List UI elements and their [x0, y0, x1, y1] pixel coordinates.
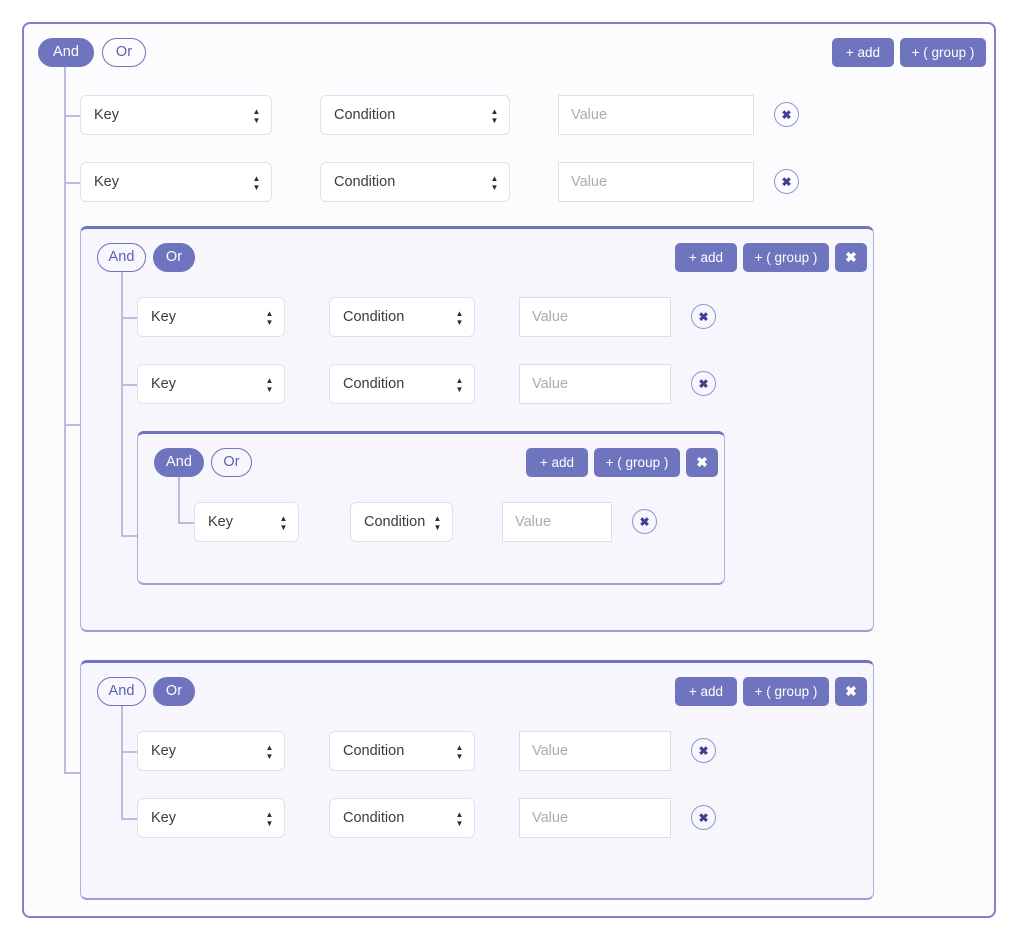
root-add-group-button[interactable]: + ( group )	[900, 38, 986, 67]
root-rule-1-remove-icon[interactable]: ✖	[774, 102, 799, 127]
root-rule-1-value-input[interactable]	[558, 95, 754, 135]
root-rule-2-remove-icon[interactable]: ✖	[774, 169, 799, 194]
root-branch-rule-2	[64, 182, 88, 184]
group-2-rule-1-key-select[interactable]: Key ▲▼	[137, 297, 285, 337]
root-rule-1-condition-select[interactable]: Condition ▲▼	[320, 95, 510, 135]
root-add-rule-button[interactable]: + add	[832, 38, 894, 67]
group-3-rule-1-remove-icon[interactable]: ✖	[632, 509, 657, 534]
query-builder-frame: And Or + add + ( group ) Key ▲▼ Conditio…	[22, 22, 996, 918]
stepper-arrows-icon: ▲▼	[265, 309, 274, 327]
stepper-arrows-icon: ▲▼	[455, 309, 464, 327]
stepper-arrows-icon: ▲▼	[279, 514, 288, 532]
group-3-operator-and-toggle[interactable]: And	[154, 448, 204, 477]
group-3-add-group-button[interactable]: + ( group )	[594, 448, 680, 477]
stepper-arrows-icon: ▲▼	[455, 376, 464, 394]
root-tree-spine	[64, 67, 66, 774]
stepper-arrows-icon: ▲▼	[433, 514, 442, 532]
group-4-add-group-button[interactable]: + ( group )	[743, 677, 829, 706]
root-rule-2-value-input[interactable]	[558, 162, 754, 202]
stepper-arrows-icon: ▲▼	[490, 107, 499, 125]
root-operator-and-toggle[interactable]: And	[38, 38, 94, 67]
group-2-rule-1-key-label: Key	[151, 309, 176, 325]
group-4-container: And Or + add + ( group ) ✖ Key ▲▼ Condit…	[80, 660, 874, 900]
group-4-rule-1-condition-select[interactable]: Condition ▲▼	[329, 731, 475, 771]
group-3-rule-1-condition-label: Condition	[364, 514, 426, 530]
stepper-arrows-icon: ▲▼	[455, 743, 464, 761]
group-2-branch-group-3	[121, 535, 145, 537]
group-2-rule-1-value-input[interactable]	[519, 297, 671, 337]
group-4-rule-1-remove-icon[interactable]: ✖	[691, 738, 716, 763]
root-rule-1-key-label: Key	[94, 107, 119, 123]
group-2-operator-or-toggle[interactable]: Or	[153, 243, 195, 272]
group-3-tree-spine	[178, 477, 180, 524]
group-4-rule-2-key-select[interactable]: Key ▲▼	[137, 798, 285, 838]
stepper-arrows-icon: ▲▼	[252, 174, 261, 192]
group-4-rule-1-value-input[interactable]	[519, 731, 671, 771]
group-2-operator-and-toggle[interactable]: And	[97, 243, 146, 272]
group-4-add-rule-button[interactable]: + add	[675, 677, 737, 706]
group-2-remove-button[interactable]: ✖	[835, 243, 867, 272]
root-branch-rule-1	[64, 115, 88, 117]
group-2-rule-2-condition-select[interactable]: Condition ▲▼	[329, 364, 475, 404]
root-rule-2-condition-label: Condition	[334, 174, 396, 190]
group-4-remove-button[interactable]: ✖	[835, 677, 867, 706]
root-rule-2-key-select[interactable]: Key ▲▼	[80, 162, 272, 202]
group-4-rule-2-condition-select[interactable]: Condition ▲▼	[329, 798, 475, 838]
group-2-rule-2-key-select[interactable]: Key ▲▼	[137, 364, 285, 404]
stepper-arrows-icon: ▲▼	[265, 376, 274, 394]
group-2-rule-2-condition-label: Condition	[343, 376, 405, 392]
group-4-rule-2-key-label: Key	[151, 810, 176, 826]
group-2-add-rule-button[interactable]: + add	[675, 243, 737, 272]
group-4-branch-rule-2	[121, 818, 145, 820]
group-3-rule-1-key-select[interactable]: Key ▲▼	[194, 502, 299, 542]
root-rule-2-key-label: Key	[94, 174, 119, 190]
group-4-rule-1-condition-label: Condition	[343, 743, 405, 759]
group-4-tree-spine	[121, 706, 123, 818]
root-rule-2-condition-select[interactable]: Condition ▲▼	[320, 162, 510, 202]
group-3-operator-or-toggle[interactable]: Or	[211, 448, 252, 477]
group-3-remove-button[interactable]: ✖	[686, 448, 718, 477]
group-4-rule-1-key-select[interactable]: Key ▲▼	[137, 731, 285, 771]
group-3-add-rule-button[interactable]: + add	[526, 448, 588, 477]
stepper-arrows-icon: ▲▼	[265, 743, 274, 761]
group-3-container: And Or + add + ( group ) ✖ Key ▲▼ Condit…	[137, 431, 725, 585]
root-branch-group-4	[64, 772, 88, 774]
root-branch-group-2	[64, 424, 88, 426]
root-rule-1-condition-label: Condition	[334, 107, 396, 123]
stepper-arrows-icon: ▲▼	[490, 174, 499, 192]
group-4-operator-and-toggle[interactable]: And	[97, 677, 146, 706]
group-2-rule-2-remove-icon[interactable]: ✖	[691, 371, 716, 396]
group-3-branch-rule-1	[178, 522, 202, 524]
stepper-arrows-icon: ▲▼	[455, 810, 464, 828]
group-3-rule-1-key-label: Key	[208, 514, 233, 530]
group-2-rule-1-condition-label: Condition	[343, 309, 405, 325]
group-2-rule-1-condition-select[interactable]: Condition ▲▼	[329, 297, 475, 337]
stepper-arrows-icon: ▲▼	[252, 107, 261, 125]
group-2-container: And Or + add + ( group ) ✖ Key ▲▼ Condit…	[80, 226, 874, 632]
group-3-rule-1-value-input[interactable]	[502, 502, 612, 542]
root-operator-or-toggle[interactable]: Or	[102, 38, 146, 67]
group-4-rule-2-value-input[interactable]	[519, 798, 671, 838]
stepper-arrows-icon: ▲▼	[265, 810, 274, 828]
group-4-rule-2-condition-label: Condition	[343, 810, 405, 826]
group-4-branch-rule-1	[121, 751, 145, 753]
group-2-rule-2-value-input[interactable]	[519, 364, 671, 404]
group-4-rule-2-remove-icon[interactable]: ✖	[691, 805, 716, 830]
group-4-rule-1-key-label: Key	[151, 743, 176, 759]
group-2-rule-1-remove-icon[interactable]: ✖	[691, 304, 716, 329]
group-3-rule-1-condition-select[interactable]: Condition ▲▼	[350, 502, 453, 542]
group-2-branch-rule-2	[121, 384, 145, 386]
group-2-add-group-button[interactable]: + ( group )	[743, 243, 829, 272]
group-4-operator-or-toggle[interactable]: Or	[153, 677, 195, 706]
group-2-tree-spine	[121, 272, 123, 537]
root-rule-1-key-select[interactable]: Key ▲▼	[80, 95, 272, 135]
group-2-rule-2-key-label: Key	[151, 376, 176, 392]
group-2-branch-rule-1	[121, 317, 145, 319]
